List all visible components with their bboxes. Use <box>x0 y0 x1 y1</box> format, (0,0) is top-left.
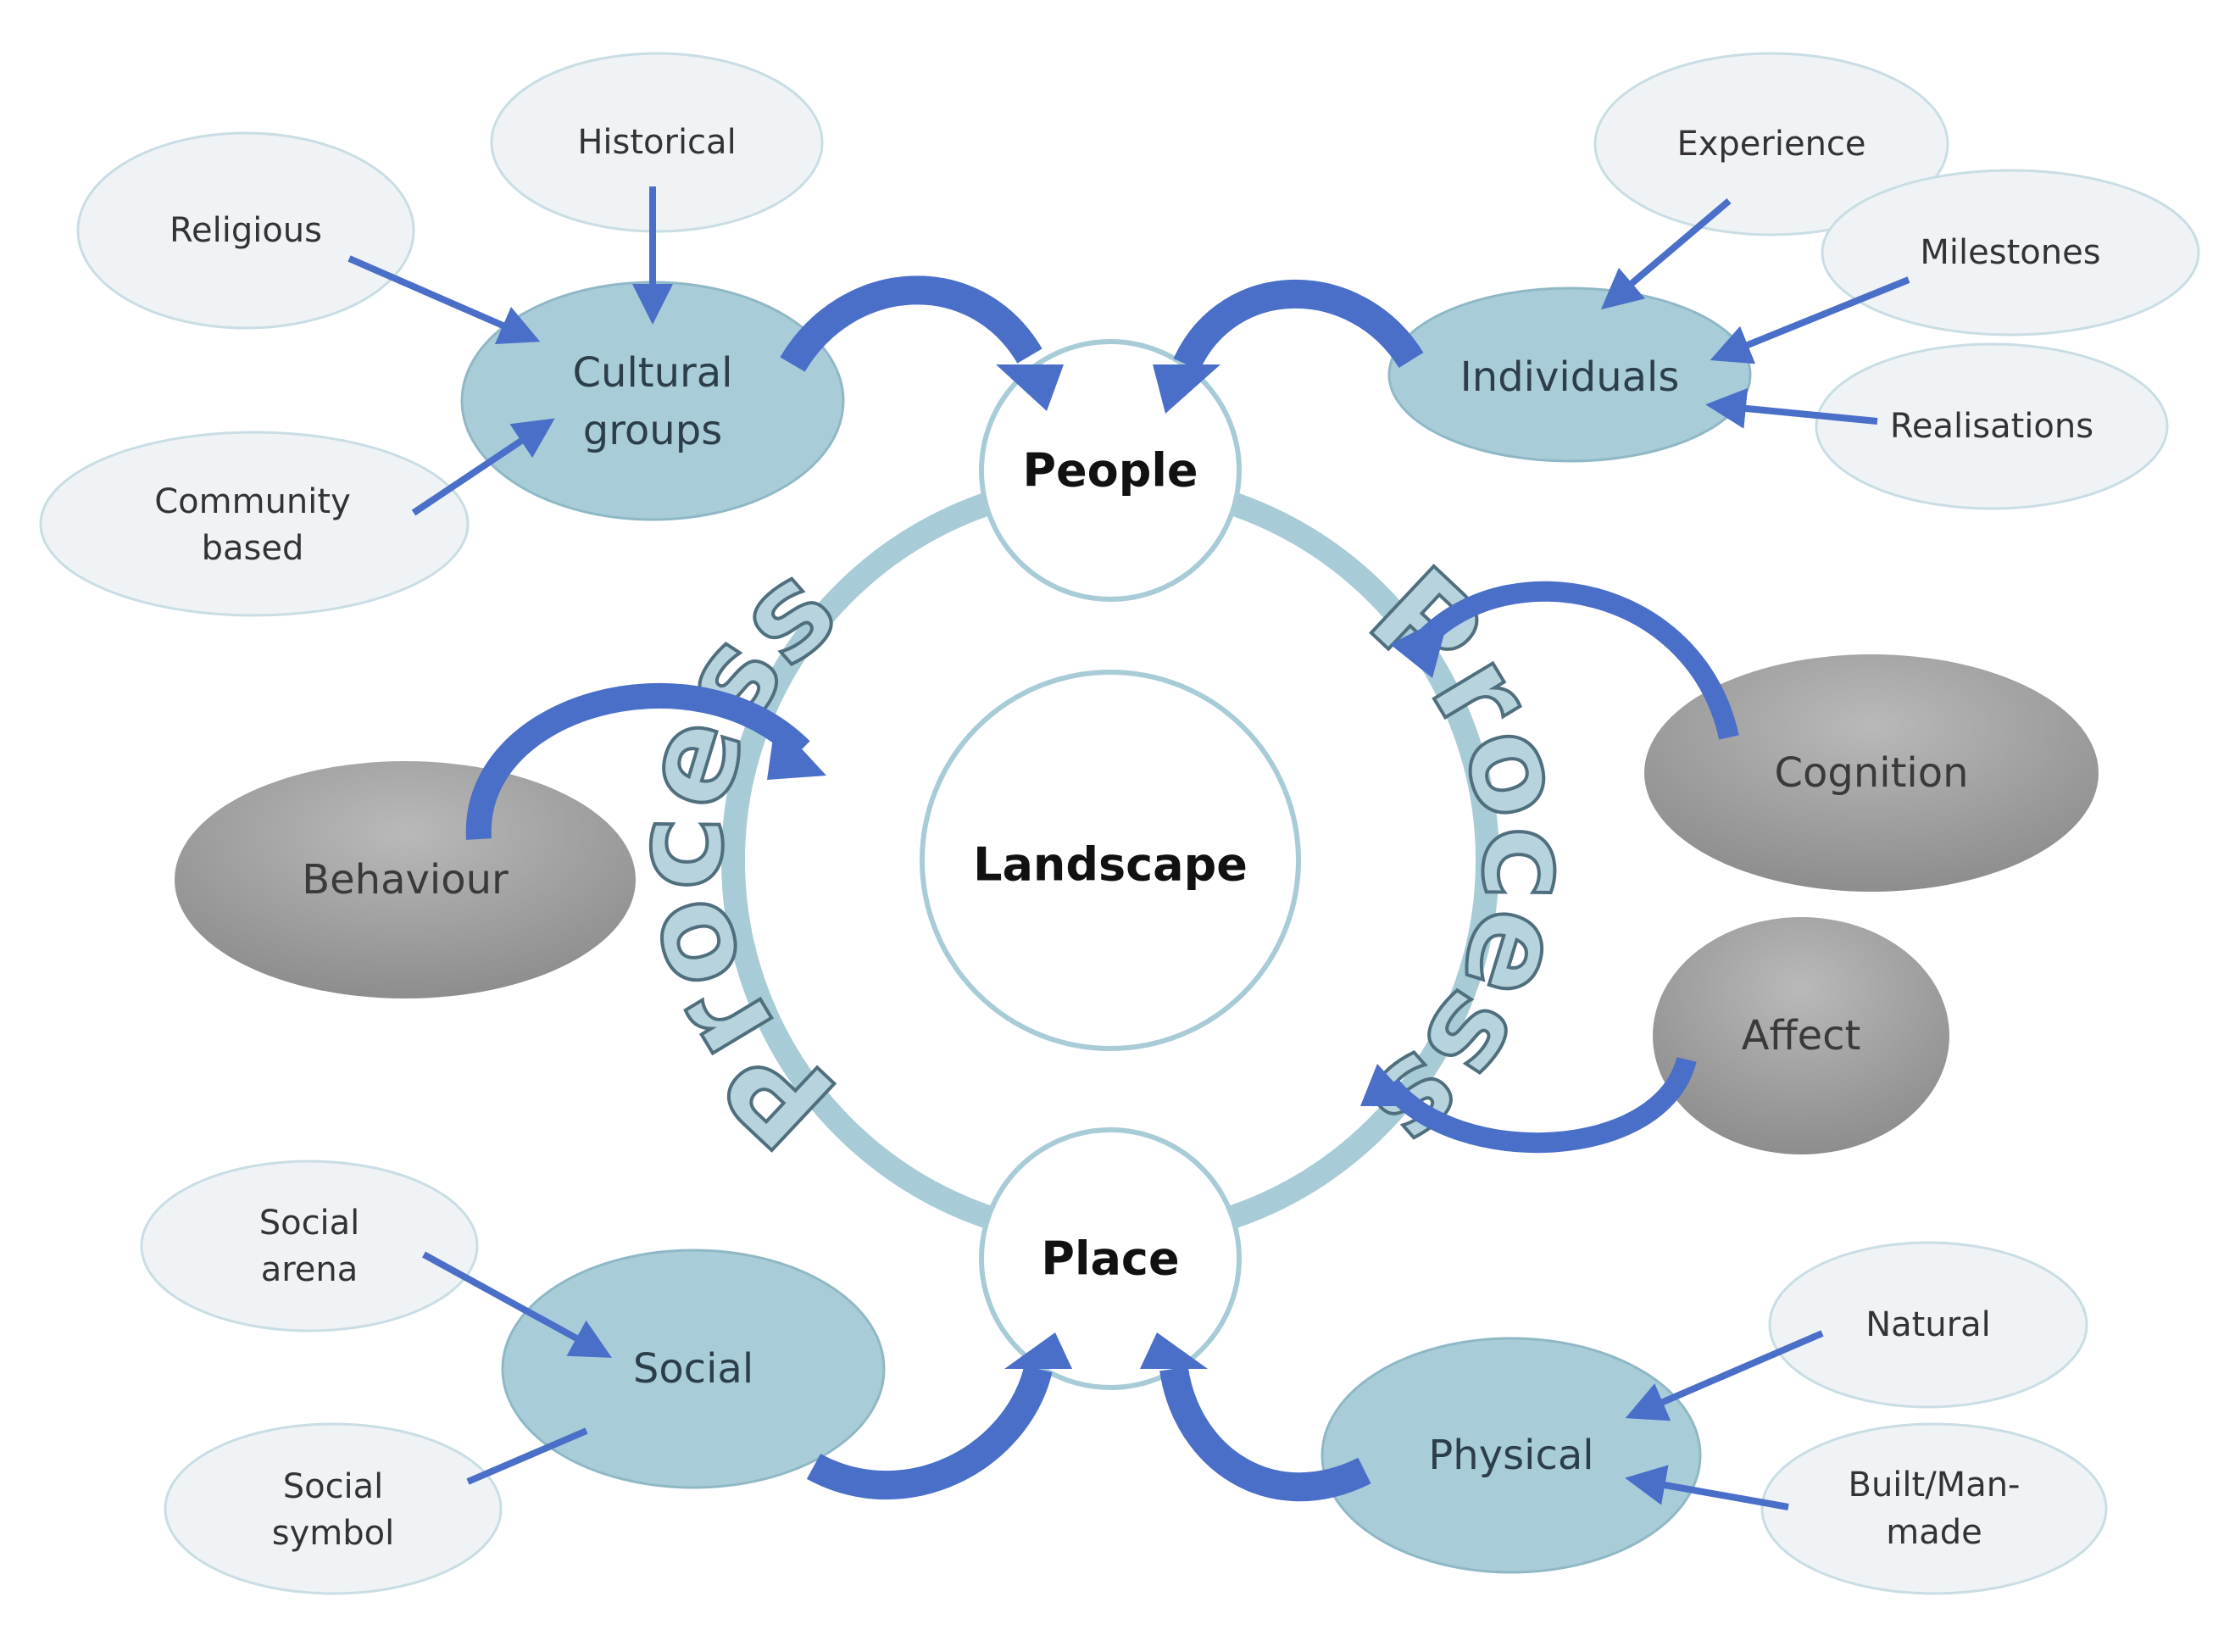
realisations-label: Realisations <box>1890 407 2093 446</box>
physical-label: Physical <box>1428 1432 1593 1479</box>
individuals-to-people-arrow <box>1173 279 1424 371</box>
historical-node <box>490 52 824 233</box>
experience-arrow <box>1600 197 1732 310</box>
cultural-groups-label-line2: groups <box>583 407 722 454</box>
built-man-made-node <box>1760 1422 2108 1595</box>
religious-node <box>76 131 415 330</box>
milestones-arrow <box>1710 276 1910 364</box>
cognition-node <box>1644 654 2099 892</box>
landscape-label: Landscape <box>973 838 1248 892</box>
religious-arrow <box>348 255 541 345</box>
physical-node <box>1320 1337 1702 1574</box>
experience-node <box>1593 52 1949 236</box>
affect-node <box>1653 917 1949 1154</box>
cognition-label: Cognition <box>1774 749 1968 797</box>
built-man-made-label-line1: Built/Man- <box>1849 1466 2021 1505</box>
built-man-made-label-line2: made <box>1886 1513 1982 1552</box>
cultural-arrowhead <box>996 364 1064 411</box>
historical-label: Historical <box>577 123 736 162</box>
realisations-arrow <box>1705 387 1878 429</box>
behaviour-node <box>175 761 636 998</box>
cultural-groups-label-line1: Cultural <box>573 349 733 397</box>
social-to-place-arrow <box>806 1365 1053 1500</box>
realisations-node <box>1815 342 2169 510</box>
social-symbol-node <box>164 1422 503 1595</box>
natural-node <box>1768 1241 2088 1409</box>
process-left-label: Process <box>604 535 863 1176</box>
milestones-label: Milestones <box>1920 233 2100 272</box>
social-arena-label-line1: Social <box>259 1204 360 1243</box>
affect-to-process-arrow <box>1382 1056 1697 1154</box>
milestones-node <box>1821 169 2200 337</box>
landscape-circle <box>920 670 1301 1051</box>
social-symbol-connector <box>466 1427 588 1485</box>
behaviour-label: Behaviour <box>302 856 509 904</box>
curved-arrow-heads <box>767 364 1449 1369</box>
place-circle <box>979 1127 1242 1390</box>
behaviour-to-process-arrow <box>465 682 810 840</box>
community-based-arrow <box>411 418 555 516</box>
built-man-made-arrow <box>1625 1465 1789 1510</box>
community-based-label-line2: based <box>202 529 304 568</box>
cognition-arrowhead <box>1390 615 1449 678</box>
curved-arrows <box>465 275 1739 1502</box>
cognition-to-process-arrow <box>1416 581 1739 740</box>
natural-label: Natural <box>1865 1305 1991 1344</box>
religious-label: Religious <box>170 211 322 250</box>
detail-arrows <box>348 186 1910 1510</box>
social-arena-node <box>140 1160 479 1332</box>
social-symbol-label-line2: symbol <box>272 1514 394 1553</box>
physical-to-place-arrow <box>1159 1366 1371 1502</box>
behaviour-arrowhead <box>767 720 826 780</box>
social-symbol-label-line1: Social <box>283 1467 384 1506</box>
social-arena-label-line2: arena <box>261 1250 359 1289</box>
individuals-node <box>1387 286 1752 463</box>
affect-arrowhead <box>1360 1064 1415 1106</box>
affect-label: Affect <box>1742 1012 1861 1060</box>
place-label: Place <box>1041 1232 1179 1286</box>
individuals-label: Individuals <box>1460 353 1680 401</box>
community-based-label-line1: Community <box>154 482 351 521</box>
people-label: People <box>1022 444 1198 498</box>
individuals-arrowhead <box>1153 364 1220 414</box>
experience-label: Experience <box>1676 125 1865 164</box>
social-node <box>501 1249 886 1489</box>
social-arena-arrow <box>422 1251 613 1358</box>
physical-arrowhead <box>1140 1332 1208 1369</box>
social-arrowhead <box>1004 1332 1072 1369</box>
community-based-node <box>39 431 470 617</box>
natural-arrow <box>1625 1330 1824 1421</box>
social-label: Social <box>633 1345 753 1393</box>
cultural-to-people-arrow <box>780 275 1042 372</box>
